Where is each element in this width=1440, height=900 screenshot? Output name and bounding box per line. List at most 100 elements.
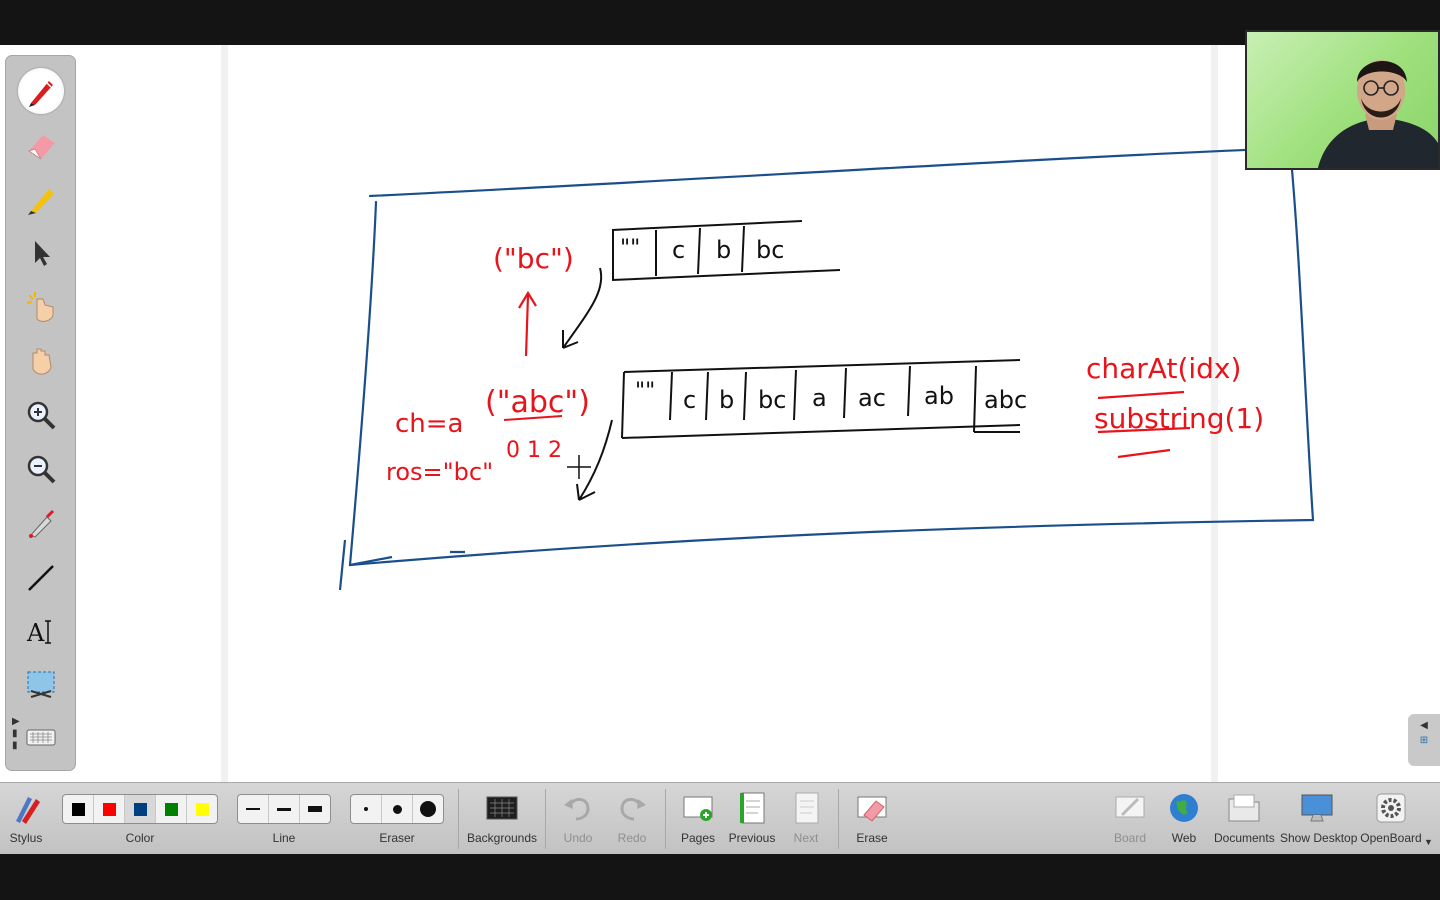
keyboard-icon[interactable]	[18, 714, 64, 760]
collapse-arrow-icon: ◀	[1420, 720, 1428, 731]
pen-icon[interactable]	[18, 68, 64, 114]
color-swatch-blue[interactable]	[125, 795, 156, 823]
bottom-strip-cell-7: abc	[984, 386, 1027, 414]
line-label: Line	[272, 831, 296, 845]
show-desktop-label: Show Desktop	[1280, 831, 1358, 845]
bottom-strip-cell-3: bc	[758, 386, 786, 414]
stylus-button[interactable]: Stylus	[0, 783, 52, 855]
board-button[interactable]: Board	[1108, 783, 1152, 855]
zoom-in-icon[interactable]	[18, 392, 64, 438]
menu-chevron-down-icon[interactable]: ▼	[1424, 837, 1433, 847]
undo-icon	[564, 798, 590, 821]
zoom-out-icon[interactable]	[18, 446, 64, 492]
board-icon	[1115, 796, 1145, 818]
color-swatch-red[interactable]	[94, 795, 125, 823]
top-strip	[611, 220, 841, 281]
red-ch-eq: ch=a	[395, 409, 464, 439]
eraser-size-medium[interactable]	[382, 795, 413, 823]
redo-icon	[620, 798, 646, 821]
undo-button[interactable]: Undo	[556, 783, 600, 855]
whiteboard-canvas[interactable]: "" c b bc "" c b bc a ac ab abc	[0, 45, 1440, 782]
presenter-video	[1318, 60, 1438, 168]
red-ros-eq: ros="bc"	[386, 458, 493, 486]
bottom-strip-cell-0: ""	[635, 379, 655, 404]
backgrounds-icon	[486, 796, 518, 820]
top-strip-cell-3: bc	[756, 236, 784, 264]
bottom-strip-cell-1: c	[683, 386, 696, 414]
eraser-size-small[interactable]	[351, 795, 382, 823]
red-mid-label: ("abc")	[485, 385, 590, 420]
ink-layer: "" c b bc "" c b bc a ac ab abc	[338, 146, 1315, 591]
line-icon[interactable]	[18, 554, 64, 600]
eraser-size-selector	[350, 794, 444, 824]
web-button[interactable]: Web	[1162, 783, 1206, 855]
backgrounds-button[interactable]: Backgrounds	[466, 783, 538, 855]
openboard-button[interactable]: OpenBoard	[1360, 783, 1422, 855]
color-selector	[62, 794, 218, 824]
tool-palette: A ▶▮▮	[5, 55, 76, 771]
page-margin-right	[1211, 45, 1218, 782]
bottom-strip-cell-5: ac	[858, 384, 886, 412]
bottom-strip	[621, 359, 1021, 439]
line-group: Line	[237, 783, 331, 855]
bottom-strip-cell-2: b	[719, 386, 734, 414]
color-swatch-green[interactable]	[156, 795, 187, 823]
color-group: Color	[62, 783, 218, 855]
stylus-label: Stylus	[9, 831, 43, 845]
erase-button[interactable]: Erase	[850, 783, 894, 855]
redo-label: Redo	[617, 831, 647, 845]
bottom-strip-cell-6: ab	[924, 382, 954, 410]
redo-button[interactable]: Redo	[610, 783, 654, 855]
erase-all-icon	[857, 796, 887, 822]
hand-icon[interactable]	[18, 338, 64, 384]
red-up-arrow	[518, 290, 537, 357]
library-icon: ⊞	[1419, 735, 1429, 746]
laser-pointer-icon[interactable]	[18, 500, 64, 546]
text-icon[interactable]: A	[18, 608, 64, 654]
blue-frame-stroke	[348, 146, 1315, 567]
next-page-icon	[795, 792, 819, 824]
toolbar-divider	[838, 789, 839, 849]
line-width-thick[interactable]	[300, 795, 330, 823]
toolbar-divider	[545, 789, 546, 849]
interactor-icon[interactable]	[18, 284, 64, 330]
top-strip-cell-0: ""	[620, 236, 640, 261]
board-label: Board	[1113, 831, 1147, 845]
previous-page-icon	[740, 792, 765, 824]
gear-icon	[1376, 793, 1406, 823]
next-button[interactable]: Next	[784, 783, 828, 855]
color-swatch-black[interactable]	[63, 795, 94, 823]
eraser-group: Eraser	[350, 783, 444, 855]
web-label: Web	[1171, 831, 1197, 845]
palette-toggle-icon[interactable]: ▶▮▮	[12, 716, 20, 751]
capture-icon[interactable]	[18, 662, 64, 708]
highlighter-icon[interactable]	[18, 176, 64, 222]
show-desktop-button[interactable]: Show Desktop	[1280, 783, 1358, 855]
pages-button[interactable]: Pages	[676, 783, 720, 855]
previous-label: Previous	[728, 831, 776, 845]
color-label: Color	[125, 831, 155, 845]
red-top-label: ("bc")	[493, 242, 574, 275]
erase-label: Erase	[856, 831, 888, 845]
previous-button[interactable]: Previous	[728, 783, 776, 855]
folder-icon	[1228, 794, 1260, 822]
next-label: Next	[793, 831, 819, 845]
library-panel-toggle[interactable]: ◀ ⊞	[1408, 714, 1440, 766]
backgrounds-label: Backgrounds	[466, 831, 538, 845]
eraser-size-large[interactable]	[413, 795, 443, 823]
toolbar-divider	[458, 789, 459, 849]
black-arrow-top	[562, 267, 603, 349]
line-width-medium[interactable]	[269, 795, 300, 823]
documents-button[interactable]: Documents	[1214, 783, 1275, 855]
selector-icon[interactable]	[18, 230, 64, 276]
bottom-toolbar: Stylus Color Line Eraser Backgrounds	[0, 782, 1440, 854]
line-width-thin[interactable]	[238, 795, 269, 823]
red-underline-abc	[503, 415, 563, 421]
eraser-label: Eraser	[379, 831, 415, 845]
blue-arrow-stroke	[338, 539, 465, 591]
eraser-icon[interactable]	[18, 122, 64, 168]
webcam-overlay	[1245, 30, 1440, 170]
page-margin-left	[221, 45, 228, 782]
cursor-cross	[567, 455, 591, 479]
color-swatch-yellow[interactable]	[187, 795, 217, 823]
